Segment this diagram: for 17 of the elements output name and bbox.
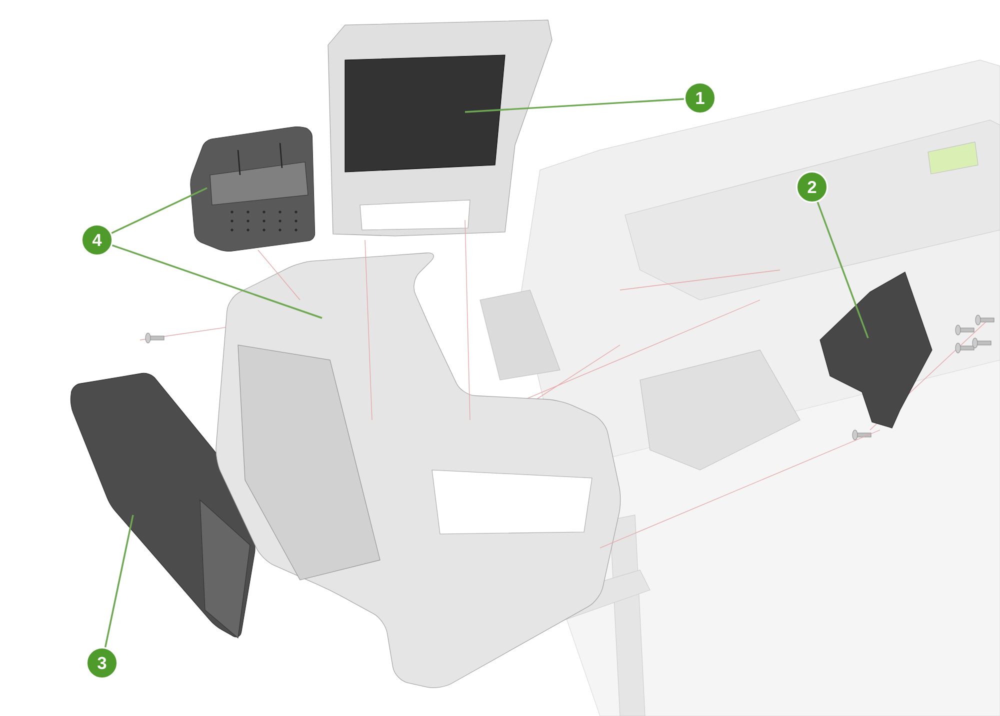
assembly-line xyxy=(600,430,880,548)
assembly-line xyxy=(364,240,372,420)
callout-number: 2 xyxy=(796,170,828,204)
housing-drawing xyxy=(216,252,621,688)
callout-number: 4 xyxy=(80,224,114,256)
leader-line xyxy=(112,244,322,319)
assembly-line xyxy=(258,250,300,300)
callout-number: 3 xyxy=(86,646,118,680)
assembly-line xyxy=(464,220,470,420)
leader-line xyxy=(816,202,869,338)
top-cover-drawing xyxy=(190,126,316,252)
leader-line xyxy=(104,514,134,648)
bracket-drawing xyxy=(820,272,932,428)
cover-drawing xyxy=(328,20,552,236)
leader-line xyxy=(111,187,208,234)
callout-number: 1 xyxy=(684,82,716,114)
leader-line xyxy=(464,98,684,113)
